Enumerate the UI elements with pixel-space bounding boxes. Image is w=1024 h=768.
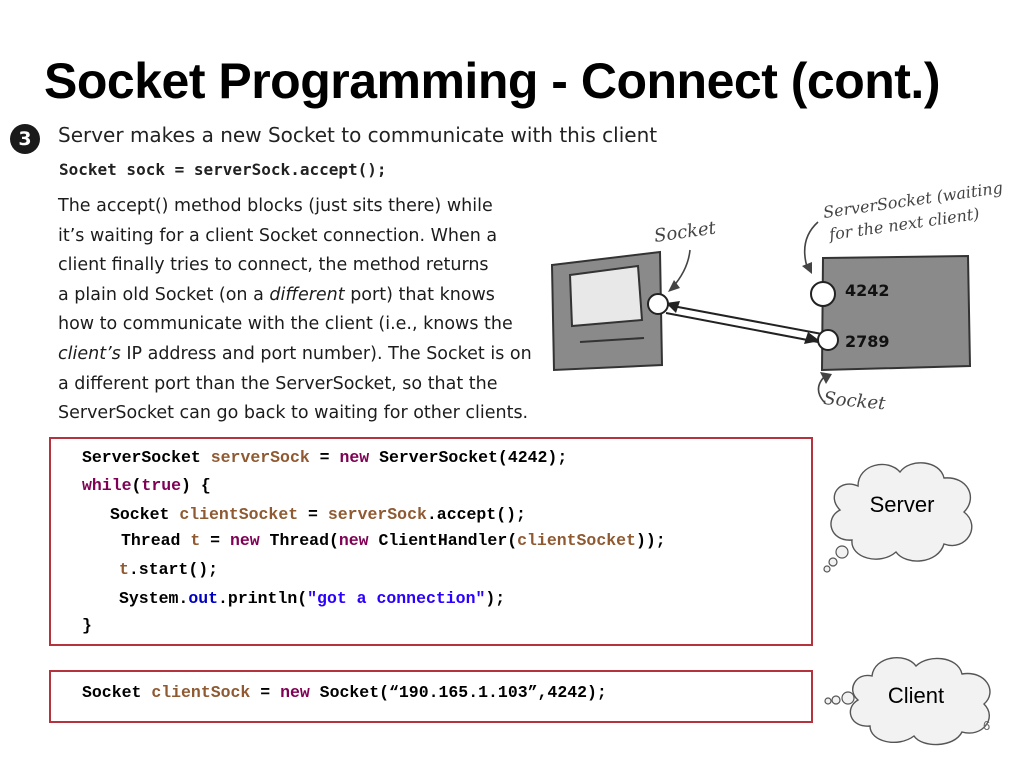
paragraph-line: client finally tries to connect, the met… <box>58 251 548 281</box>
paragraph-text: a different port than the ServerSocket, … <box>58 373 498 394</box>
code-token: new <box>339 448 370 467</box>
code-token: true <box>141 476 182 495</box>
code-token: t <box>119 560 129 579</box>
code-line: Thread t = new Thread(new ClientHandler(… <box>121 531 666 550</box>
paragraph-line: The accept() method blocks (just sits th… <box>58 192 548 222</box>
code-token: clientSock <box>151 683 251 702</box>
code-line: Socket clientSock = new Socket(“190.165.… <box>82 683 607 702</box>
paragraph-line: how to communicate with the client (i.e.… <box>58 310 548 340</box>
code-token: Thread <box>121 531 191 550</box>
code-token: = <box>298 505 328 524</box>
code-token: .start(); <box>128 560 219 579</box>
pointer-head <box>668 280 680 292</box>
paragraph-text: client finally tries to connect, the met… <box>58 255 489 276</box>
code-token: ServerSocket(4242); <box>369 448 568 467</box>
page-number: 6 <box>983 718 991 733</box>
socket-connection-diagram: 4242 2789 Socket ServerSocket (waiting f… <box>550 178 1004 414</box>
server-callout-label: Server <box>869 492 935 517</box>
client-callout-label: Client <box>887 683 945 708</box>
client-thought-cloud <box>824 657 991 746</box>
paragraph-text: port) that knows <box>344 284 495 305</box>
code-token: out <box>188 589 219 608</box>
code-token: ( <box>131 476 142 495</box>
code-token: Socket <box>82 683 152 702</box>
step-number-badge: 3 <box>10 124 40 154</box>
paragraph-line: client’s IP address and port number). Th… <box>58 340 548 370</box>
paragraph-text: a plain old Socket (on a <box>58 284 270 305</box>
code-token: serverSock <box>327 505 427 524</box>
connection-line <box>665 312 819 343</box>
code-line: ServerSocket serverSock = new ServerSock… <box>82 448 567 467</box>
code-token: } <box>82 616 92 635</box>
pointer-head <box>802 262 812 274</box>
code-token: = <box>309 448 340 467</box>
code-token: Socket(“190.165.1.103”,4242); <box>309 683 607 702</box>
paragraph-text: how to communicate with the client (i.e.… <box>58 314 513 335</box>
pointer-head <box>820 372 832 384</box>
paragraph-line: it’s waiting for a client Socket connect… <box>58 222 548 252</box>
paragraph-text: different <box>269 284 345 305</box>
paragraph-line: a different port than the ServerSocket, … <box>58 370 548 400</box>
code-token: new <box>229 531 260 550</box>
step-heading: Server makes a new Socket to communicate… <box>58 123 658 147</box>
paragraph-text: it’s waiting for a client Socket connect… <box>58 225 498 246</box>
code-token: new <box>338 531 369 550</box>
server-code-box <box>49 437 813 646</box>
paragraph-text: ServerSocket can go back to waiting for … <box>58 403 529 424</box>
code-token: )); <box>635 531 666 550</box>
server-side-socket-label: Socket <box>823 388 887 414</box>
code-token: "got a connection" <box>307 589 486 608</box>
accept-explanation-paragraph: The accept() method blocks (just sits th… <box>58 192 548 429</box>
paragraph-line: a plain old Socket (on a different port)… <box>58 281 548 311</box>
paragraph-text: The accept() method blocks (just sits th… <box>58 196 493 216</box>
code-token: t <box>190 531 201 550</box>
code-token: .println( <box>218 589 308 608</box>
accept-code-snippet: Socket sock = serverSock.accept(); <box>59 160 387 179</box>
server-socket-circle <box>810 281 836 307</box>
code-line: System.out.println("got a connection"); <box>119 589 505 608</box>
connection-line <box>661 303 823 335</box>
server-port-label: 4242 <box>845 281 890 300</box>
arrow-head <box>666 301 680 313</box>
code-token: ClientHandler( <box>368 531 518 550</box>
client-code-box <box>49 670 813 723</box>
code-line: t.start(); <box>119 560 218 579</box>
client-socket-circle <box>647 293 669 315</box>
code-token: = <box>200 531 230 550</box>
code-token: Thread( <box>259 531 339 550</box>
socket-port-label: 2789 <box>845 332 890 351</box>
code-token: ServerSocket <box>82 448 211 467</box>
code-line: } <box>82 616 92 635</box>
code-token: System. <box>119 589 189 608</box>
server-thought-cloud <box>823 462 973 573</box>
code-token: while <box>82 476 132 495</box>
client-computer-icon <box>550 250 664 372</box>
paragraph-text: IP address and port number). The Socket … <box>120 343 532 364</box>
server-side-socket-circle <box>817 329 839 351</box>
arrow-head <box>804 332 820 344</box>
server-box-icon <box>820 254 972 372</box>
code-token: ) { <box>181 476 211 495</box>
slide-title: Socket Programming - Connect (cont.) <box>44 53 940 109</box>
code-line: Socket clientSocket = serverSock.accept(… <box>110 505 526 524</box>
code-token: .accept(); <box>426 505 526 524</box>
client-socket-label: Socket <box>653 217 718 247</box>
code-line: while(true) { <box>82 476 211 495</box>
code-token: clientSocket <box>517 531 636 550</box>
code-token: serverSock <box>210 448 310 467</box>
code-token: ); <box>485 589 506 608</box>
code-token: Socket <box>110 505 180 524</box>
code-token: clientSocket <box>179 505 299 524</box>
code-token: new <box>280 683 310 702</box>
paragraph-line: ServerSocket can go back to waiting for … <box>58 399 548 429</box>
paragraph-text: client’s <box>58 343 121 364</box>
code-token: = <box>250 683 281 702</box>
